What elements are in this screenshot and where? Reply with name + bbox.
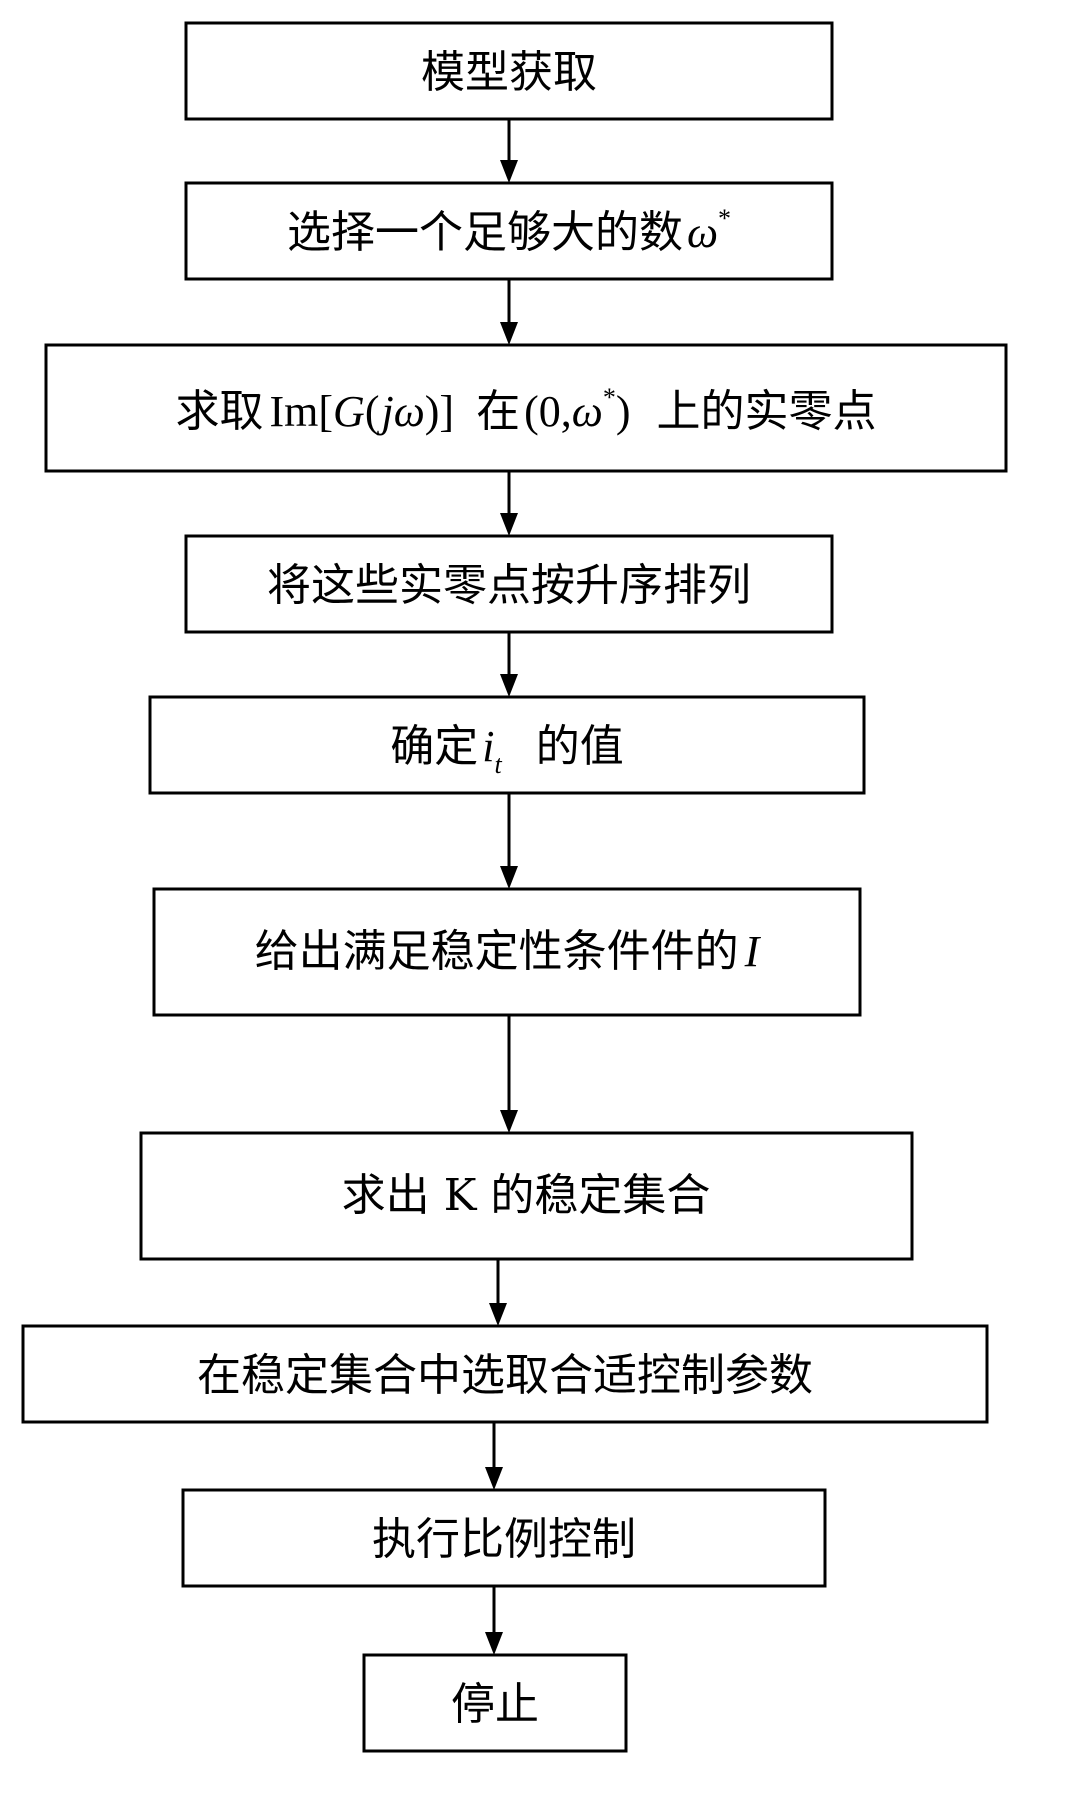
step-label: 模型获取 — [421, 47, 597, 98]
step-stability-i: 给出满足稳定性条件件的I — [154, 889, 860, 1015]
step-choose-omega: 选择一个足够大的数ω* — [186, 183, 832, 279]
step-determine-it: 确定it的值 — [150, 697, 864, 793]
step-find-zeros: 求取Im[G(jω)]在(0,ω*)上的实零点 — [46, 345, 1006, 471]
step-execute-control: 执行比例控制 — [183, 1490, 825, 1586]
connector-arrow — [500, 632, 518, 697]
connector-arrow — [500, 1015, 518, 1133]
step-label: 在稳定集合中选取合适控制参数 — [197, 1350, 813, 1401]
connector-arrow — [500, 279, 518, 345]
step-label: 求出 K 的稳定集合 — [342, 1170, 711, 1221]
step-label: 停止 — [451, 1679, 539, 1730]
connector-arrow — [485, 1586, 503, 1655]
step-stop: 停止 — [364, 1655, 626, 1751]
step-model-acquire: 模型获取 — [186, 23, 832, 119]
step-label: 选择一个足够大的数ω* — [287, 204, 731, 258]
step-choose-params: 在稳定集合中选取合适控制参数 — [23, 1326, 987, 1422]
step-label: 给出满足稳定性条件件的I — [255, 926, 762, 977]
connector-arrow — [500, 793, 518, 889]
connector-arrow — [500, 119, 518, 183]
step-label: 执行比例控制 — [372, 1514, 636, 1565]
step-stable-set-k: 求出 K 的稳定集合 — [141, 1133, 912, 1259]
step-box — [150, 697, 864, 793]
connector-arrow — [485, 1422, 503, 1490]
connector-arrow — [489, 1259, 507, 1326]
step-label: 求取Im[G(jω)]在(0,ω*)上的实零点 — [176, 383, 877, 437]
step-label: 将这些实零点按升序排列 — [267, 560, 751, 611]
step-sort-zeros: 将这些实零点按升序排列 — [186, 536, 832, 632]
connector-arrow — [500, 471, 518, 536]
